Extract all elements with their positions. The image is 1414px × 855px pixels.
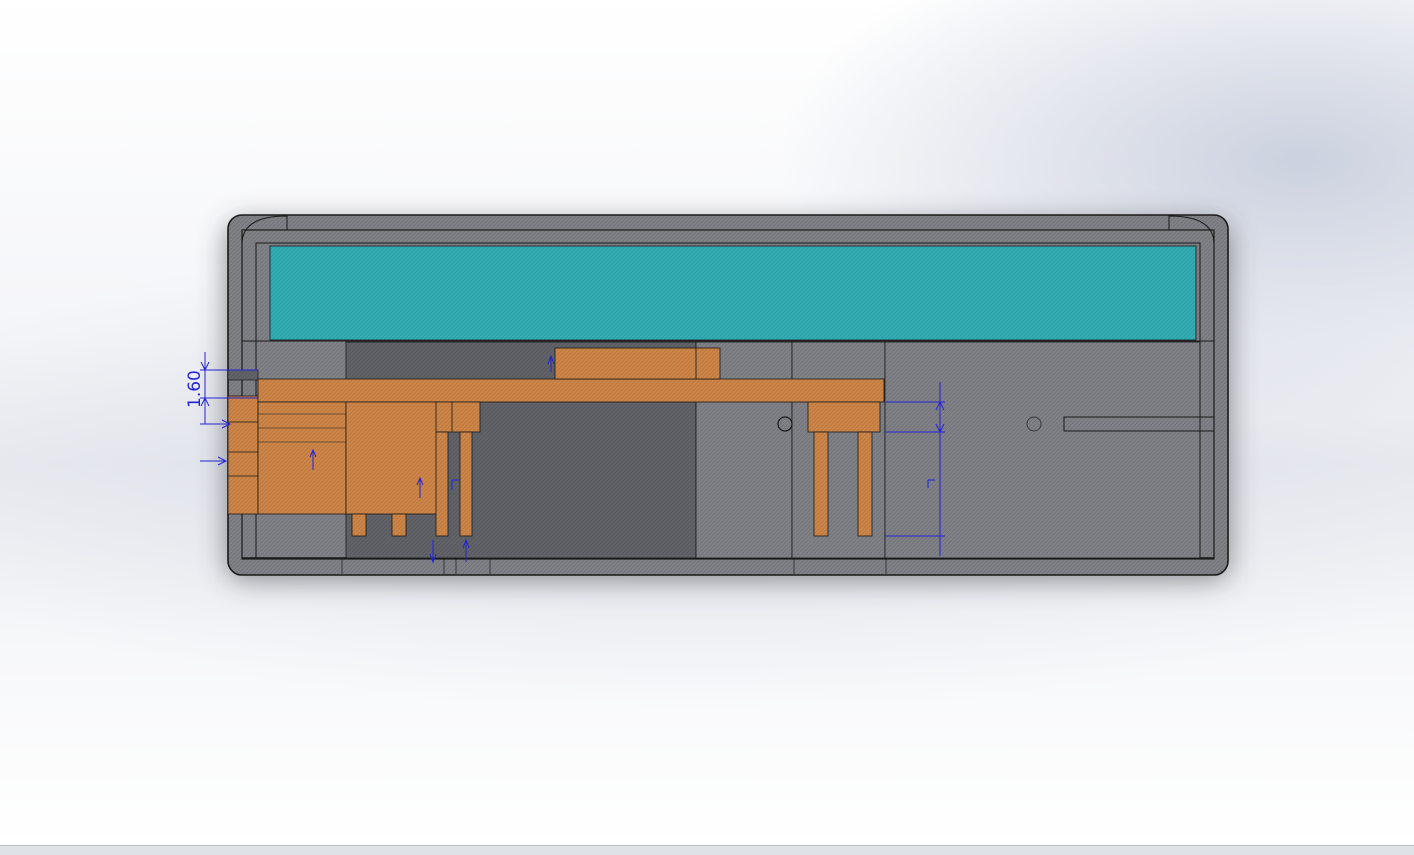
- pcb-left-block[interactable]: [257, 401, 347, 515]
- standoff-pin-3[interactable]: [813, 431, 829, 537]
- standoff-cap-right: [807, 401, 881, 433]
- mount-hole-2[interactable]: [1026, 416, 1042, 432]
- under-component[interactable]: [345, 401, 439, 515]
- cavity-region-4: [884, 341, 1201, 559]
- pcb-board[interactable]: [257, 378, 885, 403]
- corner-fillet-left: [241, 215, 288, 245]
- dimension-label-1[interactable]: 1.60: [185, 370, 205, 408]
- dimension-arrow-icon: [309, 354, 945, 564]
- mount-hole-1[interactable]: [777, 416, 793, 432]
- top-component[interactable]: [554, 347, 721, 380]
- under-component-foot-2: [391, 513, 407, 537]
- side-slot[interactable]: [1063, 416, 1215, 432]
- standoff-pin-2[interactable]: [459, 431, 473, 537]
- under-component-foot-1: [351, 513, 367, 537]
- status-bar: [0, 845, 1414, 855]
- standoff-cap-left: [435, 401, 481, 433]
- standoff-pin-1[interactable]: [435, 431, 449, 537]
- standoff-pin-4[interactable]: [857, 431, 873, 537]
- display-panel[interactable]: [269, 245, 1197, 341]
- enclosure-inner-lip: [241, 229, 1215, 560]
- side-connector[interactable]: [227, 395, 259, 515]
- corner-fillet-right: [1168, 215, 1215, 245]
- dimension-annotation-1[interactable]: [200, 352, 258, 466]
- connector-notch-top: [227, 369, 259, 381]
